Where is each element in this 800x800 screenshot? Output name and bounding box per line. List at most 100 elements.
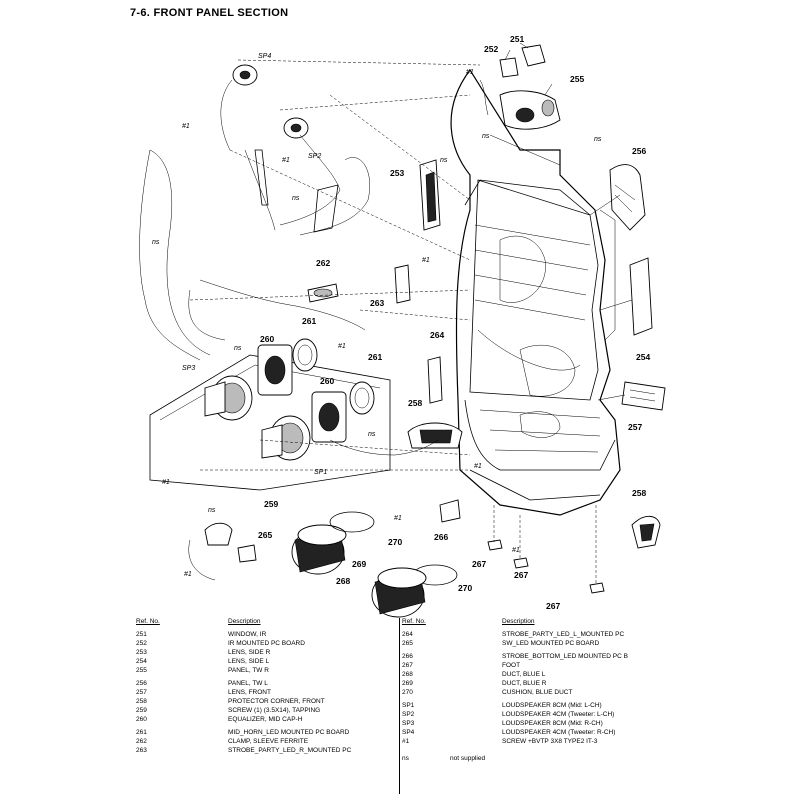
label-screw: #1 xyxy=(282,157,290,164)
callout-270-b: 270 xyxy=(458,583,472,593)
callout-sp4: SP4 xyxy=(258,53,271,60)
loudspeaker-sp4 xyxy=(220,64,258,151)
panel-tw-l xyxy=(609,164,646,231)
callout-263: 263 xyxy=(370,298,384,308)
parts-ref: 254 xyxy=(136,657,147,665)
callout-labels: 251 252 255 256 253 254 257 258 258 262 … xyxy=(152,34,650,611)
cabinet-body xyxy=(450,68,621,516)
label-ns: ns xyxy=(368,431,376,438)
callout-253: 253 xyxy=(390,168,404,178)
callout-259: 259 xyxy=(264,499,278,509)
parts-ref: 256 xyxy=(136,680,147,687)
parts-description: DUCT, BLUE L xyxy=(502,671,546,679)
parts-description: STROBE_PARTY_LED_L_MOUNTED PC xyxy=(502,631,625,638)
desc-header: Description xyxy=(228,618,261,625)
parts-description: LENS, FRONT xyxy=(228,688,271,696)
label-screw: #1 xyxy=(512,547,520,554)
label-ns: ns xyxy=(440,157,448,164)
label-screw: #1 xyxy=(338,343,346,350)
table-column-divider xyxy=(399,618,400,794)
footnote-description: not supplied xyxy=(450,754,486,762)
callout-268: 268 xyxy=(336,576,350,586)
ref-header: Ref. No. xyxy=(402,618,426,625)
callout-269: 269 xyxy=(352,559,366,569)
parts-ref: 268 xyxy=(402,671,413,679)
parts-description: WINDOW, IR xyxy=(228,631,267,638)
parts-description: PANEL, TW L xyxy=(228,680,268,687)
label-ns: ns xyxy=(594,136,602,143)
label-screw: #1 xyxy=(394,515,402,522)
parts-ref: SP3 xyxy=(402,720,415,728)
parts-ref: 264 xyxy=(402,631,413,638)
label-screw: #1 xyxy=(474,463,482,470)
parts-ref: 261 xyxy=(136,729,147,736)
callout-258-b: 258 xyxy=(632,488,646,498)
parts-description: SCREW (1) (3.5X14), TAPPING xyxy=(228,706,321,714)
parts-description: STROBE_BOTTOM_LED MOUNTED PC B xyxy=(502,653,628,661)
lens-front xyxy=(621,381,666,411)
strobe-bottom-board xyxy=(439,499,461,523)
parts-ref: #1 xyxy=(402,737,410,745)
parts-description: EQUALIZER, MID CAP-H xyxy=(228,715,303,723)
label-ns: ns xyxy=(292,195,300,202)
callout-267-a: 267 xyxy=(472,559,486,569)
desc-header: Description xyxy=(502,618,535,625)
label-screw: #1 xyxy=(182,123,190,130)
section-title: 7-6. FRONT PANEL SECTION xyxy=(130,7,289,19)
parts-ref: 263 xyxy=(136,746,147,754)
leader-lines xyxy=(189,42,633,471)
parts-ref: 253 xyxy=(136,648,147,656)
mid-horn-led-board xyxy=(292,338,375,415)
strobe-led-r-board xyxy=(394,264,411,304)
callout-256: 256 xyxy=(632,146,646,156)
parts-ref: 267 xyxy=(402,662,413,670)
parts-description: STROBE_PARTY_LED_R_MOUNTED PC xyxy=(228,746,352,754)
parts-description: FOOT xyxy=(502,662,521,670)
lens-side-r xyxy=(419,159,441,231)
callout-255: 255 xyxy=(570,74,584,84)
callout-267-c: 267 xyxy=(546,601,560,611)
callout-sp2: SP2 xyxy=(308,153,321,160)
sw-led-board xyxy=(188,522,257,581)
label-ns: ns xyxy=(208,507,216,514)
ir-window-assembly xyxy=(479,44,561,130)
callout-260-b: 260 xyxy=(320,376,334,386)
parts-ref: 258 xyxy=(136,697,147,705)
parts-ref: 269 xyxy=(402,680,413,687)
callout-261-a: 261 xyxy=(302,316,316,326)
callout-251: 251 xyxy=(510,34,524,44)
label-screw: #1 xyxy=(422,257,430,264)
parts-ref: 251 xyxy=(136,631,147,638)
parts-description: SW_LED MOUNTED PC BOARD xyxy=(502,639,600,647)
callout-270-a: 270 xyxy=(388,537,402,547)
parts-ref: SP4 xyxy=(402,729,415,736)
label-ns: ns xyxy=(152,239,160,246)
parts-description: IR MOUNTED PC BOARD xyxy=(228,639,305,647)
parts-description: PROTECTOR CORNER, FRONT xyxy=(228,697,325,705)
parts-ref: SP2 xyxy=(402,711,415,719)
callout-257: 257 xyxy=(628,422,642,432)
parts-ref: 260 xyxy=(136,715,147,723)
lens-side-l xyxy=(629,257,653,336)
ref-header: Ref. No. xyxy=(136,618,160,625)
parts-ref: 255 xyxy=(136,666,147,674)
parts-description: MID_HORN_LED MOUNTED PC BOARD xyxy=(228,729,350,736)
parts-description: PANEL, TW R xyxy=(228,666,269,674)
parts-description: LOUDSPEAKER 8CM (Mid: R-CH) xyxy=(502,720,603,728)
label-screw: #1 xyxy=(162,479,170,486)
feet xyxy=(487,505,605,594)
parts-description: CLAMP, SLEEVE FERRITE xyxy=(228,737,309,745)
parts-description: LOUDSPEAKER 8CM (Mid: L-CH) xyxy=(502,702,602,710)
callout-261-b: 261 xyxy=(368,352,382,362)
parts-description: LOUDSPEAKER 4CM (Tweeter: R-CH) xyxy=(502,729,616,736)
label-screw: #1 xyxy=(184,571,192,578)
parts-description: LENS, SIDE R xyxy=(228,648,271,656)
parts-description: CUSHION, BLUE DUCT xyxy=(502,688,573,696)
parts-ref: SP1 xyxy=(402,702,415,710)
label-screw: #1 xyxy=(466,69,474,76)
parts-ref: 259 xyxy=(136,706,147,714)
callout-258-a: 258 xyxy=(408,398,422,408)
duct-blue-l xyxy=(371,567,427,618)
wiring-harness xyxy=(139,134,439,456)
